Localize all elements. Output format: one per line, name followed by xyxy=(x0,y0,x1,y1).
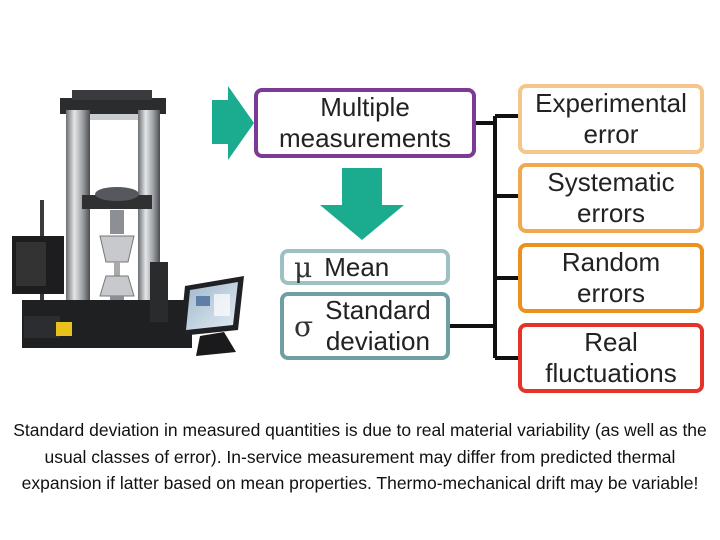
flow-connectors xyxy=(212,86,518,360)
random-errors-label: Random errors xyxy=(561,247,661,308)
real-fluctuations-box: Real fluctuations xyxy=(518,323,704,393)
random-errors-box: Random errors xyxy=(518,243,704,313)
tensile-testing-machine-image xyxy=(12,90,244,356)
down-arrow xyxy=(320,168,404,240)
mean-box: μ Mean xyxy=(280,249,450,285)
systematic-errors-label: Systematic errors xyxy=(547,167,675,228)
experimental-error-box: Experimental error xyxy=(518,84,704,154)
multiple-measurements-box: Multiple measurements xyxy=(254,88,476,158)
real-fluctuations-label: Real fluctuations xyxy=(545,327,677,388)
caption-text: Standard deviation in measured quantitie… xyxy=(13,420,707,493)
standard-deviation-box: σ Standard deviation xyxy=(280,292,450,360)
multiple-measurements-label: Multiple measurements xyxy=(279,92,451,153)
bracket-connector xyxy=(450,114,518,360)
sigma-symbol: σ xyxy=(294,309,314,343)
standard-deviation-label: Standard deviation xyxy=(325,295,431,356)
right-arrow xyxy=(212,86,254,160)
systematic-errors-box: Systematic errors xyxy=(518,163,704,233)
mu-symbol: μ xyxy=(294,250,313,284)
experimental-error-label: Experimental error xyxy=(535,88,687,149)
mean-label: Mean xyxy=(324,251,390,282)
